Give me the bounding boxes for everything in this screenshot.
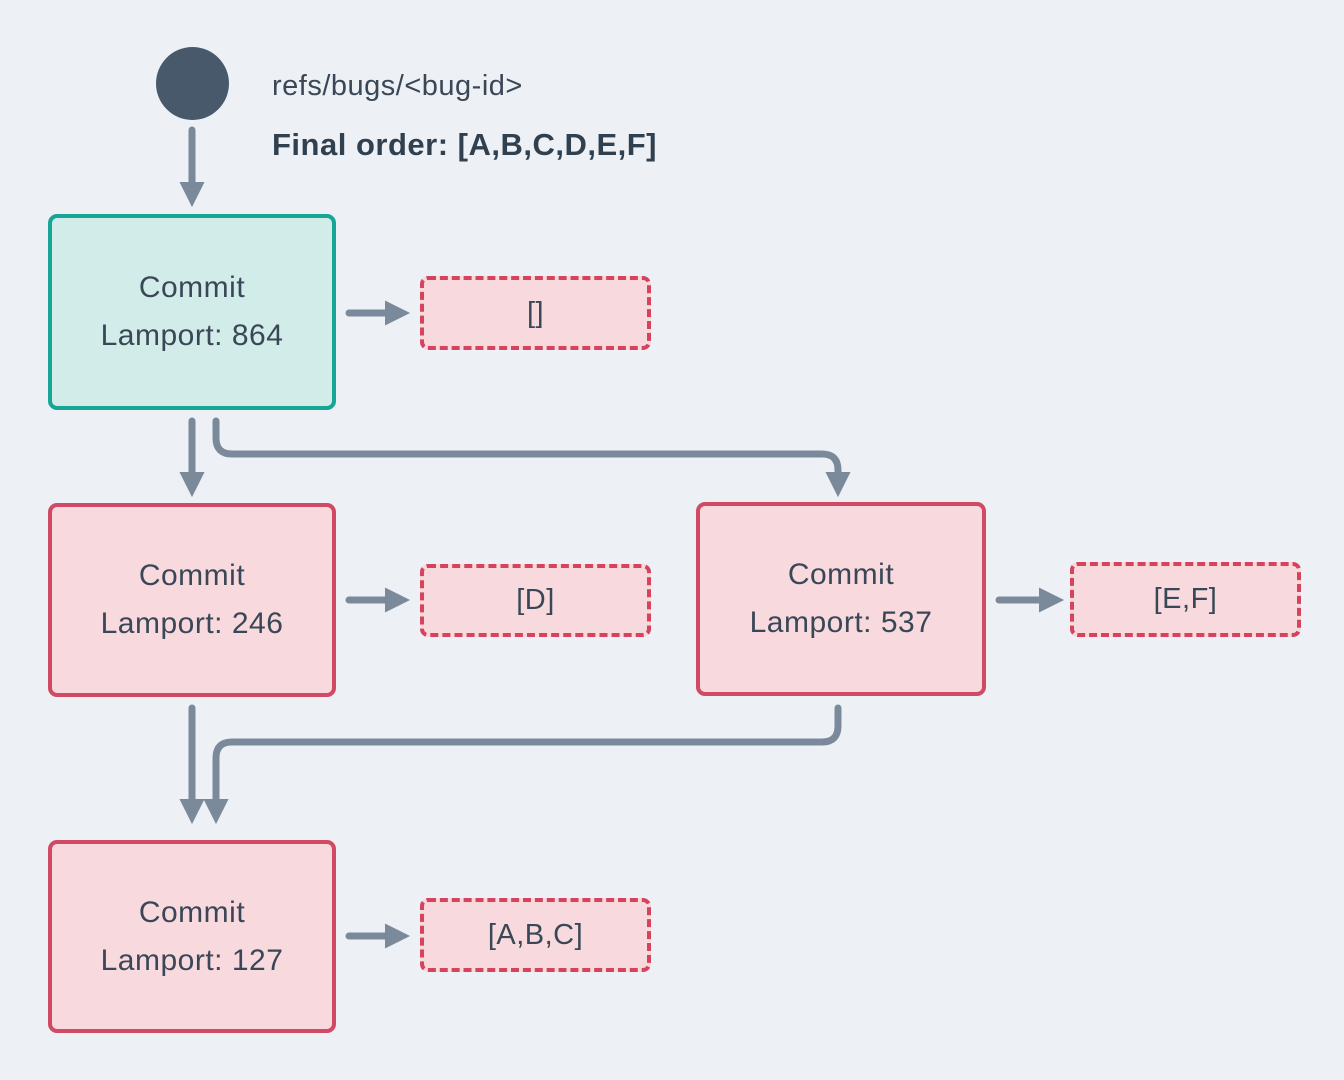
commit-title: Commit [138, 271, 246, 304]
commit-node-246: Commit Lamport: 246 [48, 503, 336, 697]
commit-node-127: Commit Lamport: 127 [48, 840, 336, 1033]
commit-title: Commit [138, 895, 246, 929]
ops-list-864: [] [420, 276, 651, 350]
edge-864-to-537-arrow [212, 417, 851, 498]
edge-537-to-127-arrow [203, 704, 842, 825]
commit-lamport: Lamport: 537 [749, 606, 933, 639]
ops-list-246: [D] [420, 564, 651, 637]
commit-title: Commit [138, 559, 246, 592]
ref-name-label: refs/bugs/<bug-id> [272, 70, 523, 102]
commit-lamport: Lamport: 864 [100, 319, 284, 352]
ops-label: [] [526, 296, 545, 329]
ops-list-537: [E,F] [1070, 562, 1301, 637]
ops-label: [D] [516, 584, 555, 616]
ops-label: [E,F] [1153, 583, 1218, 615]
commit-title: Commit [787, 558, 895, 591]
ref-node-circle [156, 47, 229, 120]
ops-label: [A,B,C] [487, 918, 584, 951]
commit-lamport: Lamport: 127 [100, 943, 284, 977]
commit-lamport: Lamport: 246 [100, 607, 284, 640]
commit-node-537: Commit Lamport: 537 [696, 502, 986, 696]
commit-node-864: Commit Lamport: 864 [48, 214, 336, 410]
ops-list-127: [A,B,C] [420, 898, 651, 972]
final-order-label: Final order: [A,B,C,D,E,F] [272, 127, 657, 162]
